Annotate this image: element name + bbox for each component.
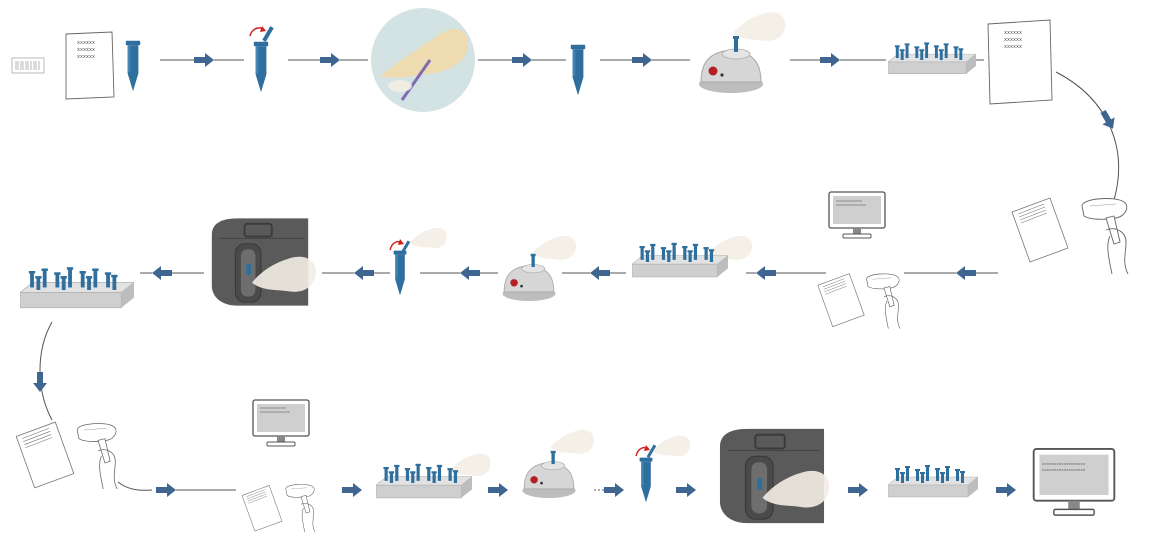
tube-rack-icon xyxy=(888,41,976,75)
form-text-2: xxxxxx xyxy=(77,47,95,53)
barcode-scanner-icon xyxy=(866,273,901,329)
row-3: xxxxxxxxxxxxxxxxxx xxxxxxxxxxxxxxxxxx xyxy=(15,399,1116,533)
flow-arrow xyxy=(194,53,214,67)
row-1: xxxxxx xxxxxx xxxxxx xyxy=(11,8,1053,112)
computer-monitor-icon xyxy=(828,191,886,239)
barcode-scanner-icon xyxy=(285,483,316,533)
barcode-form-icon xyxy=(241,485,283,532)
flow-arrow xyxy=(460,266,480,280)
flow-arrow xyxy=(33,372,47,392)
barcode-scanner-icon xyxy=(1081,198,1129,275)
barcode-form-icon xyxy=(817,273,865,328)
flow-arrow xyxy=(1096,107,1120,133)
computer-monitor-icon xyxy=(252,399,310,447)
final-screen-text-2: xxxxxxxxxxxxxxxxxx xyxy=(1042,469,1086,473)
flow-arrow xyxy=(632,53,652,67)
form-text-1: xxxxxx xyxy=(77,40,95,46)
form-text-2: xxxxxx xyxy=(1004,37,1022,43)
flow-arrow xyxy=(590,266,610,280)
flow-arrow xyxy=(152,266,172,280)
sample-form-icon: xxxxxx xxxxxx xxxxxx xyxy=(987,19,1053,105)
flow-arrow xyxy=(320,53,340,67)
flow-arrow xyxy=(604,483,624,497)
flow-arrow xyxy=(820,53,840,67)
flow-arrow xyxy=(488,483,508,497)
centrifuge-icon xyxy=(718,427,830,525)
flow-arrow xyxy=(956,266,976,280)
open-cap-icon xyxy=(389,227,447,296)
flow-arrow xyxy=(756,266,776,280)
flow-arrow xyxy=(676,483,696,497)
tube-icon xyxy=(125,40,141,92)
vortex-mixer-icon xyxy=(522,429,594,499)
open-cap-icon xyxy=(249,26,274,93)
flow-arrow xyxy=(342,483,362,497)
sample-form-icon: xxxxxx xxxxxx xxxxxx xyxy=(65,31,115,100)
tube-rack-icon xyxy=(632,235,752,278)
flow-arrow xyxy=(996,483,1016,497)
tube-rack-icon xyxy=(888,464,978,498)
form-text-3: xxxxxx xyxy=(77,54,95,60)
tube-rack-icon xyxy=(376,453,491,499)
tube-rack-icon xyxy=(20,266,134,309)
open-cap-icon xyxy=(635,435,691,503)
final-screen-text-1: xxxxxxxxxxxxxxxxxx xyxy=(1042,463,1086,467)
flow-arrow xyxy=(156,483,176,497)
tube-icon xyxy=(570,44,586,96)
centrifuge-icon xyxy=(210,217,316,307)
barcode-label-icon xyxy=(11,57,45,74)
row-2 xyxy=(20,191,1129,329)
form-text-1: xxxxxx xyxy=(1004,30,1022,36)
barcode-scanner-icon xyxy=(76,423,118,490)
vortex-mixer-icon xyxy=(698,12,786,94)
flow-arrow xyxy=(848,483,868,497)
pipetting-circle-icon xyxy=(371,8,475,112)
barcode-form-icon xyxy=(15,421,75,489)
barcode-form-icon xyxy=(1011,197,1069,263)
vortex-mixer-icon xyxy=(502,235,576,302)
flow-arrow xyxy=(354,266,374,280)
flow-arrow xyxy=(512,53,532,67)
computer-monitor-icon: xxxxxxxxxxxxxxxxxx xxxxxxxxxxxxxxxxxx xyxy=(1032,447,1116,517)
form-text-3: xxxxxx xyxy=(1004,44,1022,50)
